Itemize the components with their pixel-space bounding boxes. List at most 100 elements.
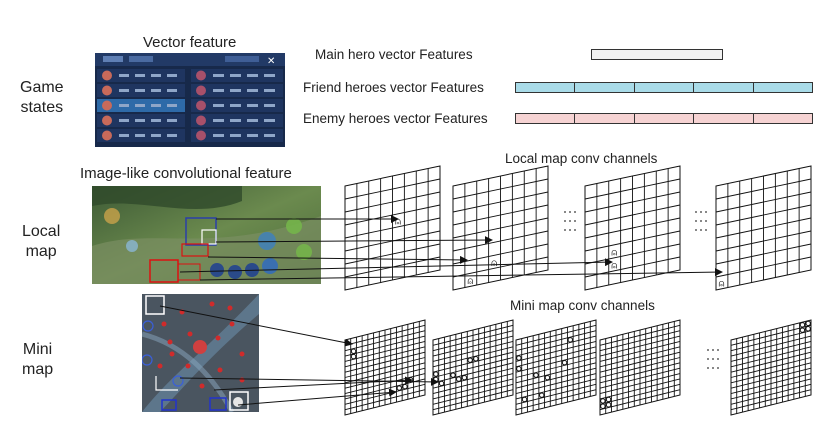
mapping-arrow xyxy=(213,376,413,391)
enemy-heroes-vector-label: Enemy heroes vector Features xyxy=(303,111,488,126)
vector-segment xyxy=(752,83,812,92)
mapping-arrow xyxy=(179,377,439,386)
unit-marker xyxy=(350,353,357,360)
vector-feature-title: Vector feature xyxy=(143,34,237,51)
mini-map-main-hero-box xyxy=(145,295,165,315)
ellipsis-dot xyxy=(705,229,707,231)
unit-marker xyxy=(521,396,528,403)
scoreboard-screenshot: ✕ xyxy=(95,53,285,147)
unit-marker xyxy=(473,356,479,362)
local-channels-title: Local map conv channels xyxy=(505,151,658,166)
hero-marker: ⍝ xyxy=(467,276,473,287)
ellipsis-dot xyxy=(717,349,719,351)
unit-marker xyxy=(567,337,573,343)
mini-map-channel-grid xyxy=(344,319,426,416)
mapping-arrow xyxy=(215,236,493,245)
ellipsis-dot xyxy=(569,229,571,231)
mapping-arrow xyxy=(237,388,397,406)
unit-marker xyxy=(605,402,612,408)
image-like-feature-title: Image-like convolutional feature xyxy=(80,165,292,182)
mapping-arrow xyxy=(179,258,613,273)
hero-marker: ⍝ xyxy=(395,216,401,227)
friend-heroes-vector-label: Friend heroes vector Features xyxy=(303,80,484,95)
vector-segment xyxy=(633,83,693,92)
hero-marker: ⍝ xyxy=(611,260,617,271)
ellipsis-dot xyxy=(705,220,707,222)
hero-marker: ⍝ xyxy=(718,278,724,289)
ellipsis-dot xyxy=(712,349,714,351)
ellipsis-dot xyxy=(700,229,702,231)
unit-marker xyxy=(461,374,468,381)
unit-marker xyxy=(450,372,456,378)
ellipsis-dot xyxy=(564,211,566,213)
scoreboard-illustration: ✕ xyxy=(95,53,285,147)
main-hero-vector-label: Main hero vector Features xyxy=(315,47,473,62)
unit-marker xyxy=(467,357,473,363)
unit-marker xyxy=(544,374,551,381)
main-hero-vector-bar xyxy=(591,49,723,60)
ellipsis-dot xyxy=(707,358,709,360)
unit-marker xyxy=(350,348,357,354)
vector-segment xyxy=(633,114,693,123)
vector-segment xyxy=(574,83,633,92)
mapping-arrow xyxy=(207,255,468,264)
ellipsis-dot xyxy=(569,220,571,222)
ellipsis-dot xyxy=(695,229,697,231)
ellipsis-dot xyxy=(574,229,576,231)
unit-marker xyxy=(539,392,545,398)
unit-marker xyxy=(799,322,806,328)
local-map-channel-grid: ⍝ xyxy=(344,165,441,291)
ellipsis-dot xyxy=(695,211,697,213)
unit-marker xyxy=(516,355,522,361)
unit-marker xyxy=(438,380,445,387)
friend-heroes-vector-bar xyxy=(515,82,813,93)
unit-marker xyxy=(433,371,439,377)
local-map-illustration xyxy=(92,186,321,284)
unit-marker xyxy=(799,327,806,333)
unit-marker xyxy=(600,403,606,409)
ellipsis-dot xyxy=(564,229,566,231)
enemy-heroes-vector-bar xyxy=(515,113,813,124)
unit-marker xyxy=(396,385,402,391)
unit-marker xyxy=(516,366,522,372)
unit-marker xyxy=(402,383,408,390)
unit-marker xyxy=(533,372,539,378)
mini-map-channel-grid xyxy=(599,319,681,416)
mapping-arrow xyxy=(159,305,353,347)
ellipsis-dot xyxy=(700,220,702,222)
vector-segment xyxy=(693,114,752,123)
ellipsis-dot xyxy=(695,220,697,222)
unit-marker xyxy=(605,396,612,403)
mapping-arrow xyxy=(199,268,723,281)
local-map-channel-grid: ⍝ xyxy=(715,165,812,291)
vector-segment xyxy=(574,114,633,123)
mini-channels-title: Mini map conv channels xyxy=(510,298,655,313)
vector-segment xyxy=(693,83,752,92)
hero-marker: ⍝ xyxy=(611,247,617,258)
unit-marker xyxy=(805,320,811,327)
local-map-channel-grid: ⍝⍝ xyxy=(452,165,549,291)
unit-marker xyxy=(805,326,811,332)
hero-marker: ⍝ xyxy=(491,258,497,269)
unit-marker xyxy=(561,359,568,366)
mini-map-channel-grid xyxy=(432,319,514,416)
ellipsis-dot xyxy=(707,349,709,351)
ellipsis-dot xyxy=(705,211,707,213)
ellipsis-dot xyxy=(564,220,566,222)
ellipsis-dot xyxy=(574,220,576,222)
unit-marker xyxy=(600,398,606,404)
ellipsis-dot xyxy=(569,211,571,213)
ellipsis-dot xyxy=(700,211,702,213)
ellipsis-dot xyxy=(717,358,719,360)
ellipsis-dot xyxy=(574,211,576,213)
unit-marker xyxy=(456,376,462,382)
ellipsis-dot xyxy=(717,367,719,369)
ellipsis-dot xyxy=(707,367,709,369)
vector-segment xyxy=(752,114,812,123)
local-map-channel-grid: ⍝⍝ xyxy=(584,165,681,291)
ellipsis-dot xyxy=(712,358,714,360)
